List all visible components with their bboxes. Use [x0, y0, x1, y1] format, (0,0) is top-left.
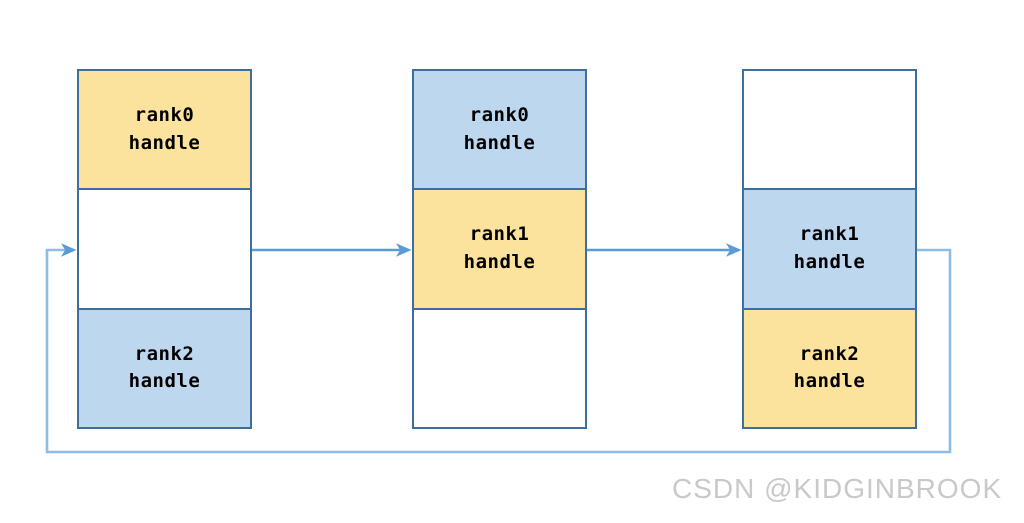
handle-slot[interactable]: rank1 handle	[744, 188, 915, 308]
handle-slot-line1: rank1	[799, 223, 860, 246]
arrow-box2-to-box0-loop	[45, 243, 952, 454]
handle-slot-line1: rank1	[469, 223, 530, 246]
handle-slot[interactable]	[744, 71, 915, 189]
handle-slot-line2: handle	[793, 250, 866, 273]
handle-slot[interactable]: rank2 handle	[744, 307, 915, 427]
rank2-handle-table[interactable]: rank1 handle rank2 handle	[742, 69, 917, 429]
handle-slot[interactable]: rank0 handle	[414, 71, 585, 189]
rank1-handle-table[interactable]: rank0 handle rank1 handle	[412, 69, 587, 429]
handle-slot-line1: rank2	[799, 342, 860, 365]
rank0-handle-table[interactable]: rank0 handle rank2 handle	[77, 69, 252, 429]
handle-slot[interactable]	[79, 188, 250, 308]
handle-slot-line2: handle	[463, 250, 536, 273]
handle-slot-line2: handle	[128, 131, 201, 154]
handle-slot-line1: rank0	[134, 104, 195, 127]
handle-slot[interactable]	[414, 307, 585, 427]
handle-slot-line2: handle	[793, 370, 866, 393]
csdn-watermark: CSDN @KIDGINBROOK	[672, 473, 1003, 504]
handle-slot[interactable]: rank1 handle	[414, 188, 585, 308]
handle-slot[interactable]: rank0 handle	[79, 71, 250, 189]
handle-slot-line1: rank0	[469, 104, 530, 127]
handle-slot-line1: rank2	[134, 342, 195, 365]
handle-slot-line2: handle	[128, 370, 201, 393]
handle-slot-line2: handle	[463, 131, 536, 154]
handle-slot[interactable]: rank2 handle	[79, 307, 250, 427]
